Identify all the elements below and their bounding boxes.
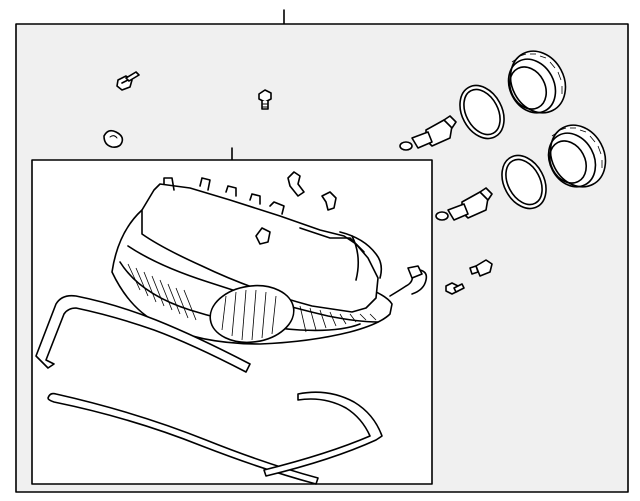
- bulb-low-beam-icon: [435, 187, 493, 221]
- mounting-nut-icon: [445, 282, 465, 295]
- retaining-clip-icon: [103, 129, 124, 148]
- lower-trim-strip-icon: [47, 392, 319, 485]
- bulb-cover-cap-upper-icon: [507, 50, 567, 114]
- bulb-high-beam-icon: [399, 115, 457, 151]
- headlamp-housing-icon: [111, 177, 393, 345]
- bulb-cover-cap-lower-icon: [547, 124, 607, 188]
- retaining-clip-pair-icon: [287, 171, 337, 211]
- mounting-bolt-icon: [116, 71, 140, 91]
- side-marker-bulb-icon: [469, 259, 493, 277]
- bulb-seal-ring-upper-icon: [459, 84, 505, 140]
- bulb-seal-ring-lower-icon: [501, 154, 547, 210]
- socket-pigtail-icon: [389, 265, 428, 297]
- side-trim-strip-icon: [263, 391, 383, 477]
- upper-seal-icon: [35, 294, 251, 373]
- adjuster-screw-icon: [258, 89, 272, 110]
